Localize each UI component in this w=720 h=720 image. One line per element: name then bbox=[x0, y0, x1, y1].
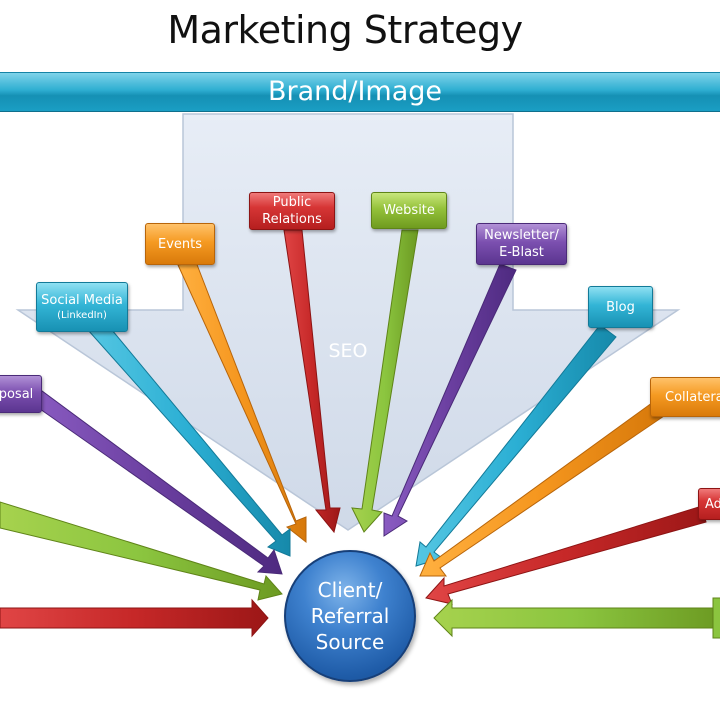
channel-label-line2: E-Blast bbox=[499, 245, 544, 260]
channel-label-line2: Relations bbox=[262, 212, 322, 227]
channel-label: Events bbox=[157, 236, 202, 252]
client-referral-source: Client/ Referral Source bbox=[284, 550, 416, 682]
arrow-collateral bbox=[419, 399, 665, 577]
arrow-ad bbox=[425, 505, 707, 605]
arrow-social-media bbox=[87, 317, 291, 557]
arrow-website bbox=[351, 229, 419, 533]
arrow-proposal bbox=[29, 387, 283, 575]
channel-collateral: Collatera bbox=[650, 377, 720, 417]
channel-label: posal bbox=[0, 386, 34, 402]
arrow-public-relations bbox=[283, 229, 341, 534]
channel-label: Public bbox=[272, 195, 312, 210]
channel-events: Events bbox=[145, 223, 215, 265]
channel-newsletter: Newsletter/ E-Blast bbox=[476, 223, 567, 265]
channel-label: Blog bbox=[606, 299, 635, 315]
banner-label: Brand/Image bbox=[267, 76, 443, 107]
channel-blog: Blog bbox=[588, 286, 653, 328]
center-line2: Referral bbox=[310, 604, 390, 628]
channel-sublabel: (LinkedIn) bbox=[57, 309, 107, 321]
arrow-newsletter bbox=[383, 263, 517, 537]
channel-proposal: posal bbox=[0, 375, 42, 413]
arrow-green-right bbox=[433, 598, 720, 638]
channel-public-relations: Public Relations bbox=[249, 192, 335, 230]
channel-label: Website bbox=[383, 203, 435, 218]
channel-label: Collatera bbox=[665, 389, 720, 405]
arrow-events bbox=[177, 261, 307, 544]
center-line1: Client/ bbox=[317, 578, 383, 602]
channel-website: Website bbox=[371, 192, 447, 229]
arrow-green-left bbox=[0, 501, 283, 601]
arrow-red-left bbox=[0, 598, 269, 638]
green-box-right-edge bbox=[712, 597, 720, 639]
channel-label: Social Media bbox=[41, 292, 123, 308]
channel-label: Ad bbox=[705, 496, 720, 512]
brand-image-banner: Brand/Image bbox=[0, 72, 720, 112]
channel-label: Newsletter/ bbox=[484, 228, 559, 243]
channel-ad: Ad bbox=[698, 488, 720, 520]
seo-arrow bbox=[15, 113, 681, 531]
seo-label: SEO bbox=[328, 340, 368, 362]
page-title: Marketing Strategy bbox=[167, 8, 523, 52]
channel-social-media: Social Media (LinkedIn) bbox=[36, 282, 128, 332]
center-line3: Source bbox=[315, 630, 385, 654]
channel-arrows bbox=[0, 229, 720, 638]
